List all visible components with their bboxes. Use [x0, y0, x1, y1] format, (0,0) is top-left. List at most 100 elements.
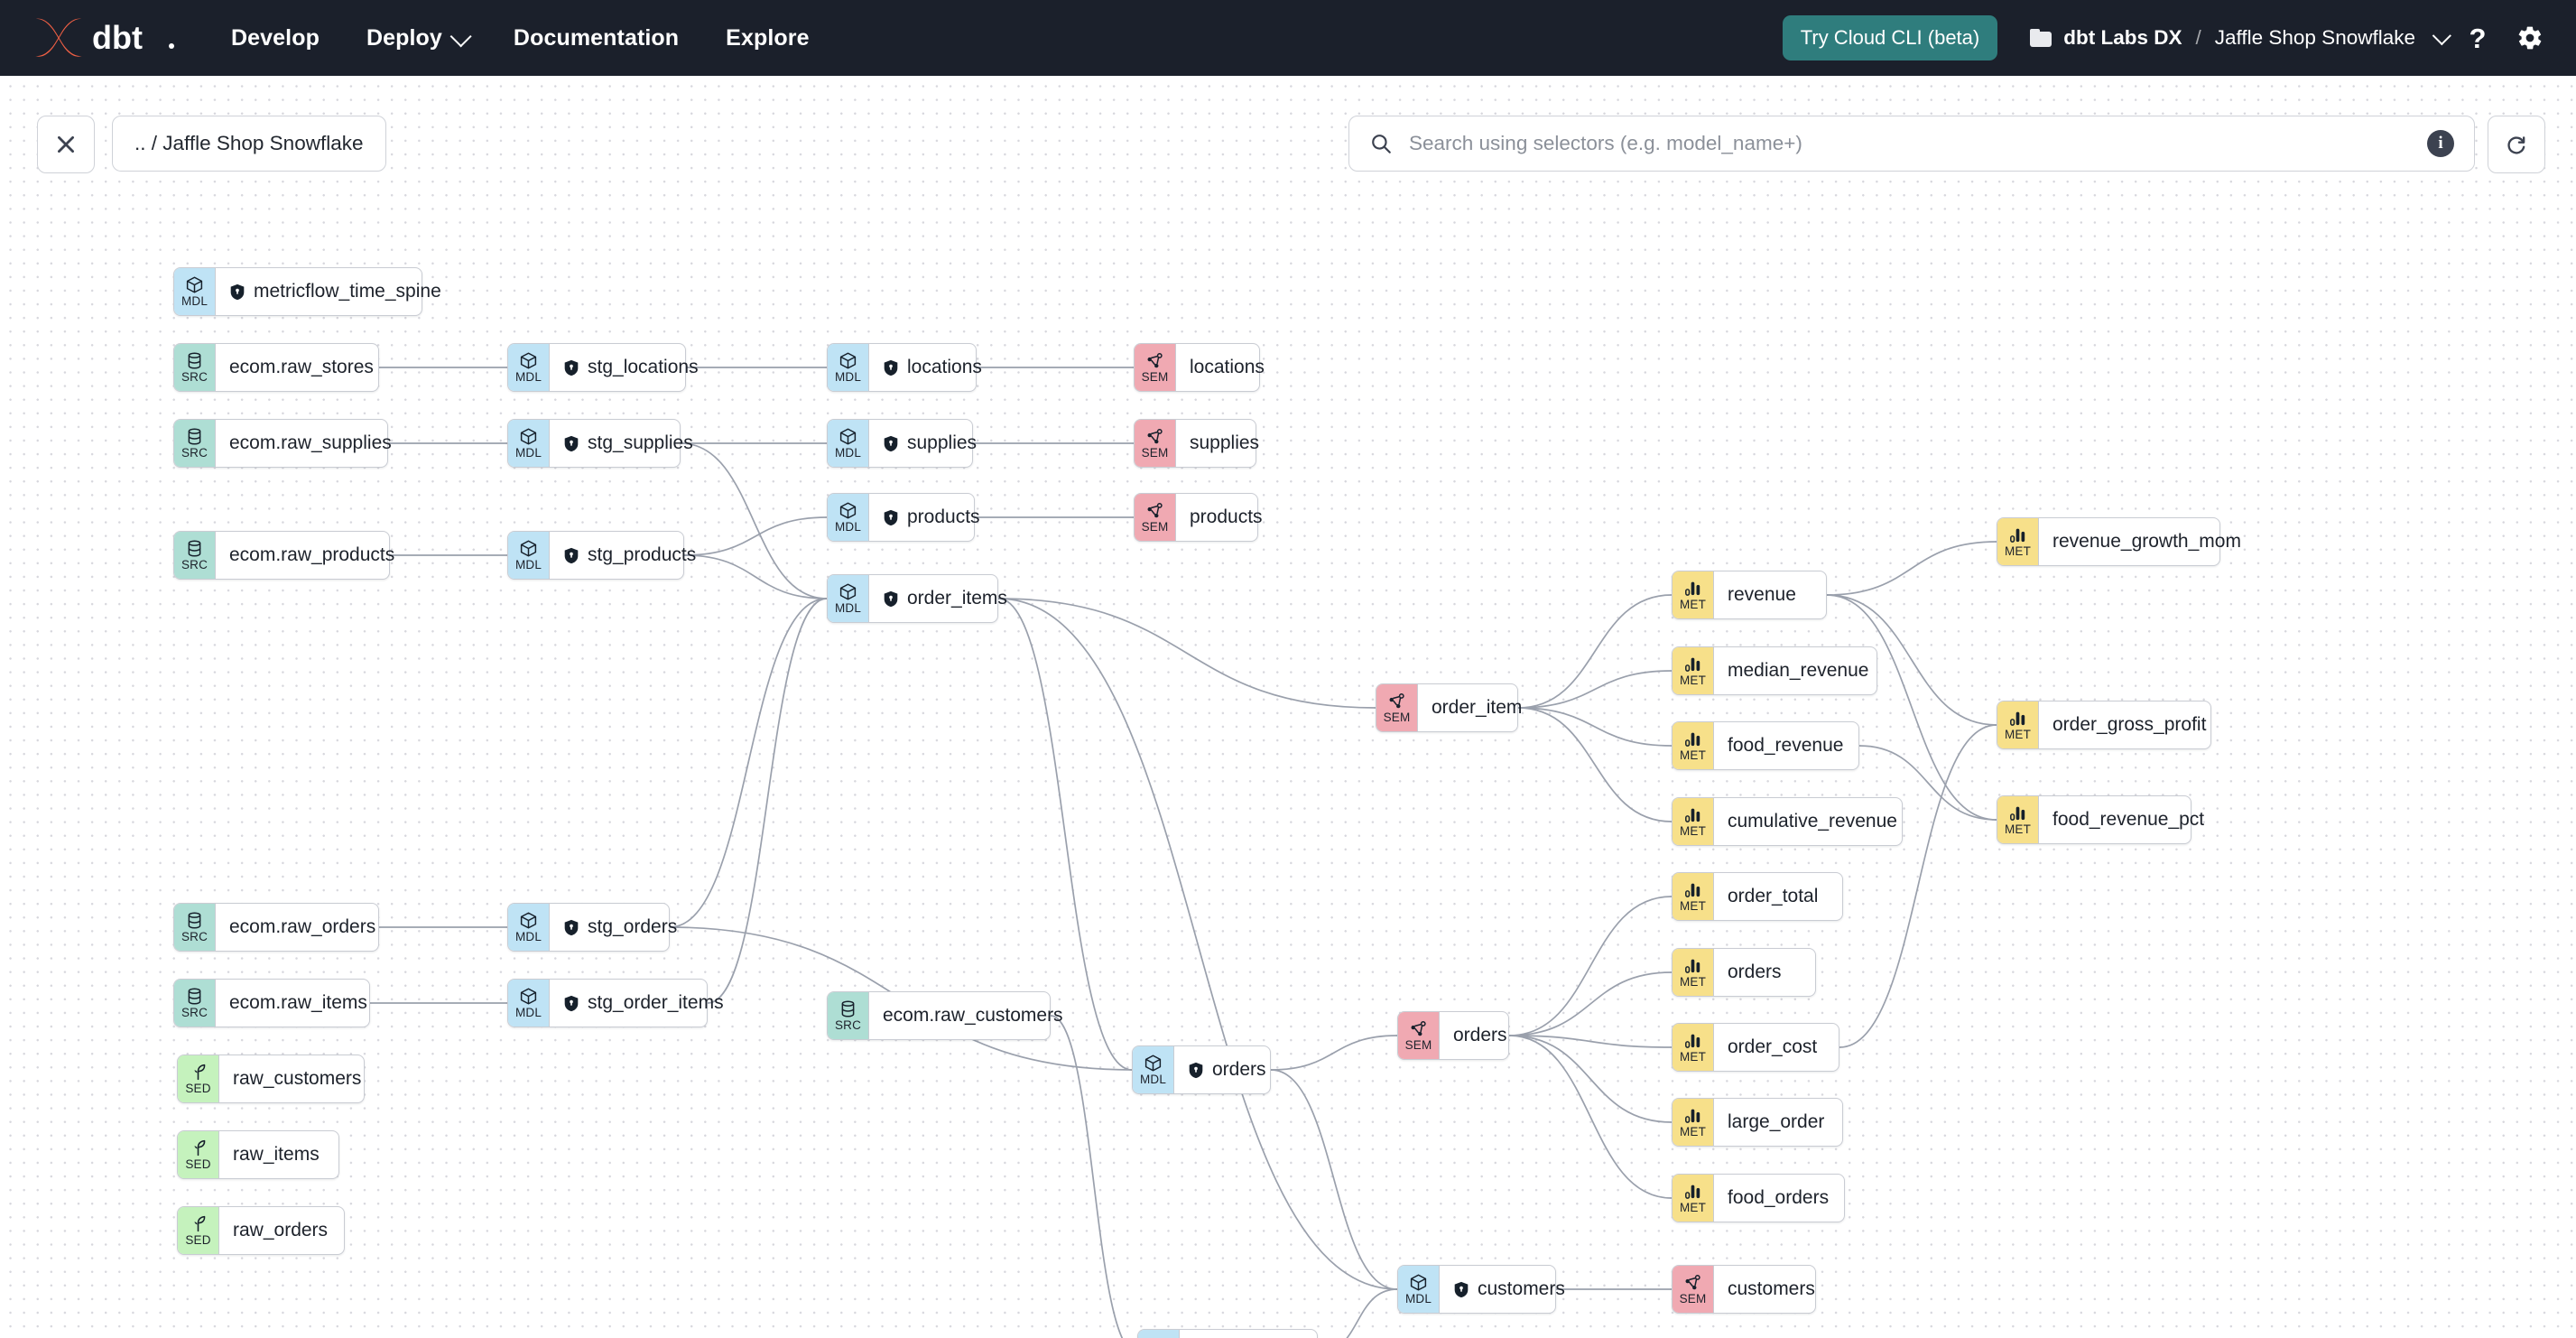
node-type-tag: SEM — [1383, 711, 1411, 725]
node-type-glyph — [839, 582, 857, 601]
help-icon: ? — [2469, 22, 2487, 54]
shield-check-icon-wrap — [563, 919, 579, 936]
node-type-glyph — [189, 1138, 208, 1157]
node-type-badge-sem: SEM — [1673, 1266, 1714, 1313]
lineage-edge-stg-orders-to-mdl-order-items — [669, 598, 828, 928]
node-label: stg_locations — [588, 357, 699, 377]
shield-check-icon-wrap — [883, 435, 899, 452]
breadcrumb[interactable]: .. / Jaffle Shop Snowflake — [112, 116, 386, 172]
nav-link-documentation[interactable]: Documentation — [490, 25, 702, 51]
try-cloud-cli-button[interactable]: Try Cloud CLI (beta) — [1782, 15, 1998, 60]
settings-button[interactable] — [2509, 17, 2551, 59]
refresh-button[interactable] — [2488, 116, 2545, 173]
node-type-tag: MET — [1679, 899, 1707, 914]
node-type-badge-src: SRC — [828, 992, 869, 1039]
node-type-badge-met: MET — [1997, 702, 2039, 748]
node-type-tag: MDL — [514, 930, 542, 944]
nav-link-deploy[interactable]: Deploy — [343, 25, 490, 51]
node-type-glyph — [839, 501, 857, 520]
node-type-badge-mdl: MDL — [828, 344, 869, 391]
node-body: ecom.raw_customers — [869, 992, 1079, 1039]
lineage-node-met-order-gross-profit[interactable]: MET order_gross_profit — [1997, 701, 2211, 749]
node-body: raw_orders — [219, 1207, 344, 1254]
help-button[interactable]: ? — [2457, 17, 2498, 59]
cube-icon — [520, 912, 537, 929]
node-label: orders — [1453, 1025, 1507, 1045]
node-body: stg_supplies — [550, 420, 709, 467]
search-input[interactable] — [1407, 131, 2413, 156]
info-icon[interactable]: i — [2427, 130, 2454, 157]
node-type-glyph — [1683, 1182, 1702, 1201]
lineage-edge-stg-order-items-to-mdl-order-items — [707, 598, 828, 1004]
node-type-tag: MET — [2004, 728, 2032, 742]
node-type-tag: MDL — [181, 294, 208, 309]
node-label: ecom.raw_orders — [229, 916, 376, 937]
account-project-selector[interactable]: dbt Labs DX / Jaffle Shop Snowflake — [2030, 25, 2451, 50]
node-type-glyph — [1144, 1054, 1163, 1073]
lineage-edge-met-revenue-to-met-revenue-growth-mom — [1826, 541, 1997, 596]
node-body: ecom.raw_items — [216, 980, 383, 1027]
node-type-badge-met: MET — [1673, 1024, 1714, 1071]
node-type-tag: MET — [1679, 748, 1707, 763]
node-type-badge-met: MET — [1673, 798, 1714, 845]
node-type-glyph — [1145, 427, 1164, 446]
search-icon — [1372, 135, 1391, 153]
node-label: order_gross_profit — [2052, 714, 2207, 735]
node-type-glyph — [839, 351, 857, 370]
node-type-glyph — [185, 987, 204, 1006]
nav-link-explore[interactable]: Explore — [702, 25, 832, 51]
node-type-tag: SRC — [181, 370, 208, 385]
search-bar[interactable]: i — [1348, 116, 2475, 172]
node-label: ecom.raw_supplies — [229, 432, 392, 453]
node-type-tag: MET — [1679, 1050, 1707, 1064]
dbt-logo[interactable]: dbt — [31, 15, 179, 60]
database-icon — [188, 428, 201, 445]
lineage-edge-sem-orders-to-met-food-orders — [1508, 1035, 1673, 1199]
node-type-glyph — [185, 275, 204, 294]
nav-link-develop[interactable]: Develop — [231, 25, 343, 51]
nav-right-group: Try Cloud CLI (beta) dbt Labs DX / Jaffl… — [1782, 15, 2551, 60]
close-button[interactable] — [37, 116, 95, 173]
node-type-badge-sed: SED — [178, 1055, 219, 1102]
